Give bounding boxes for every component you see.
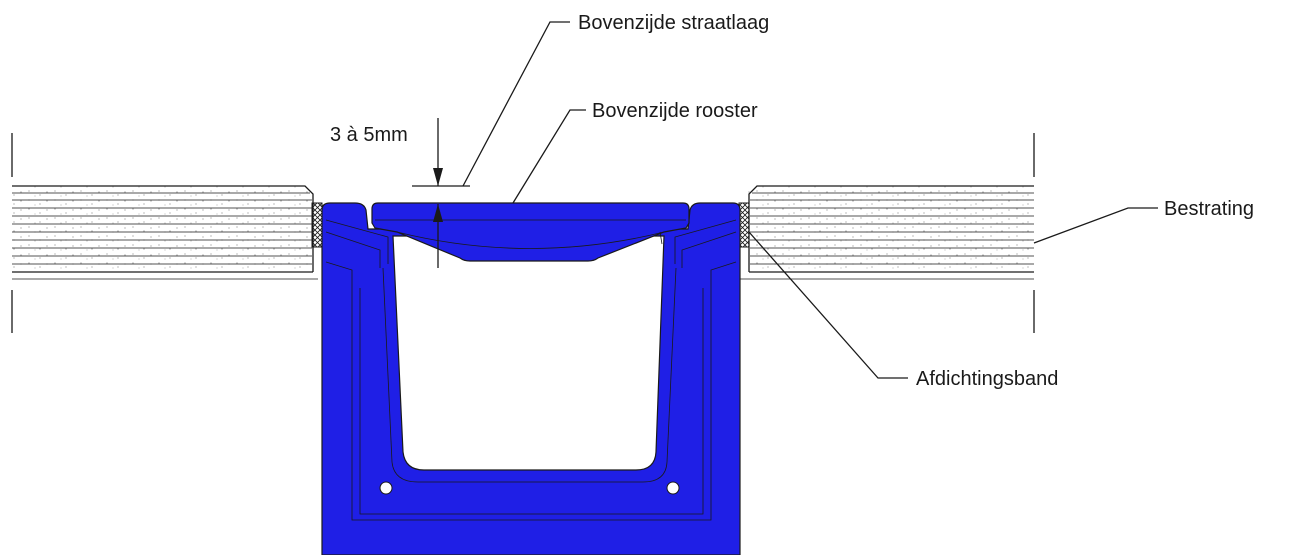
leader-top-surface xyxy=(462,21,570,187)
paving-right xyxy=(740,133,1035,333)
label-seal-band: Afdichtingsband xyxy=(916,368,1058,390)
leader-seal-band xyxy=(748,231,908,379)
grate xyxy=(371,202,690,262)
bolt-hole-left xyxy=(379,481,393,495)
leader-paving xyxy=(1033,207,1158,244)
gap-dimension xyxy=(412,118,470,268)
channel-body xyxy=(321,202,741,555)
label-top-surface: Bovenzijde straatlaag xyxy=(578,12,769,34)
label-paving: Bestrating xyxy=(1164,198,1254,220)
label-gap: 3 à 5mm xyxy=(330,124,408,146)
seal-band-left xyxy=(311,202,323,248)
leader-grate-top xyxy=(512,109,586,204)
paving-left xyxy=(11,133,318,333)
bolt-hole-right xyxy=(666,481,680,495)
label-grate-top: Bovenzijde rooster xyxy=(592,100,758,122)
